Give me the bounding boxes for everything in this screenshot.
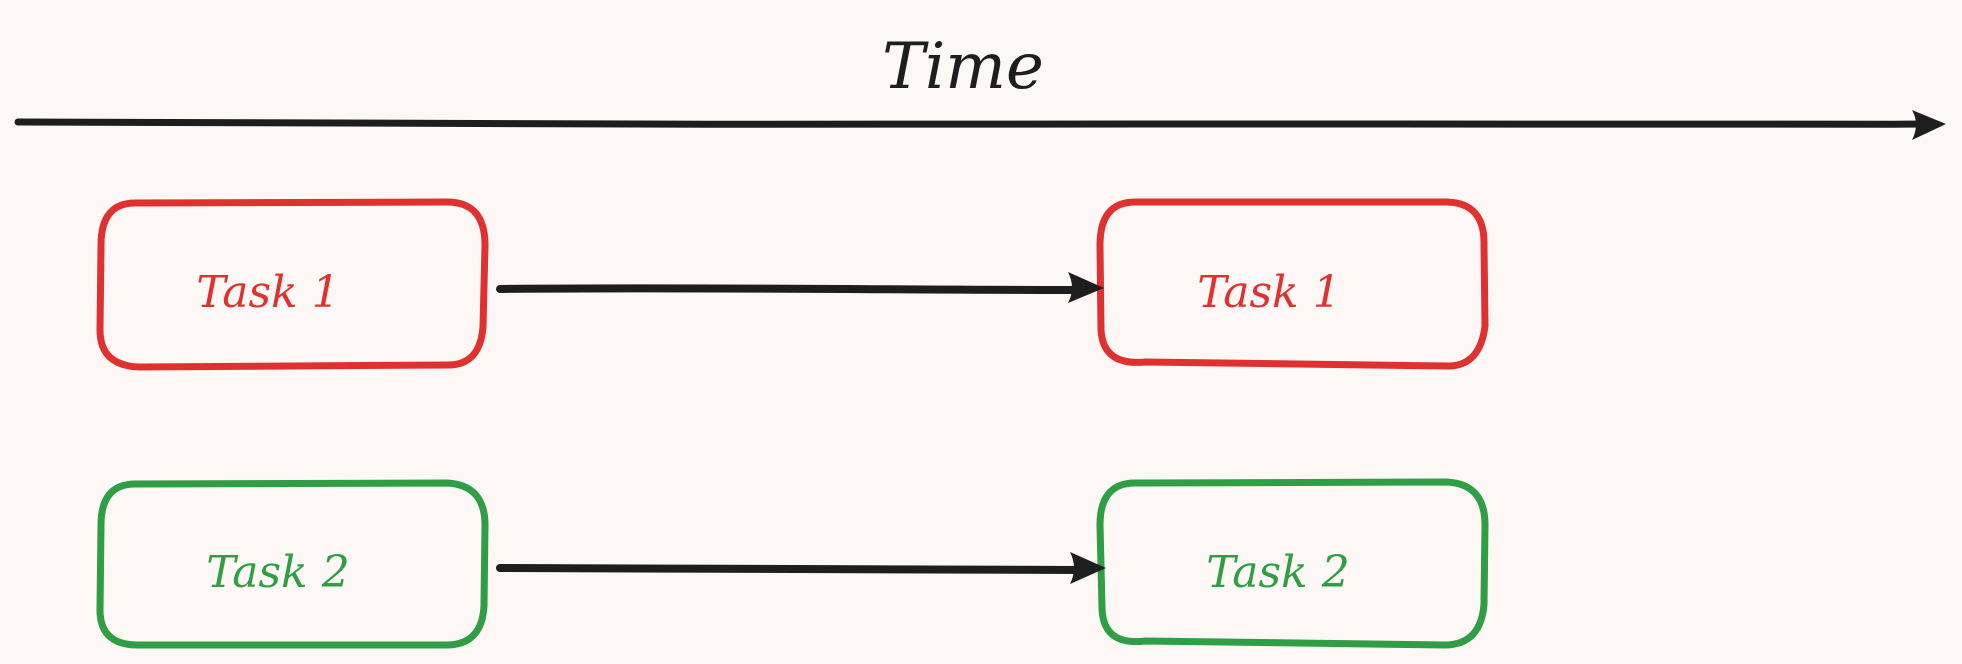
task-1-box-after: Task 1 (1096, 198, 1489, 370)
time-axis-arrowhead (1912, 110, 1946, 140)
task-2-arrow (496, 552, 1106, 584)
task-1-label-before: Task 1 (196, 267, 339, 318)
task-1-box-before-outline (96, 198, 489, 371)
task-2-label-after: Task 2 (1206, 547, 1349, 598)
task-2-box-after-outline (1096, 478, 1489, 649)
task-1-label-after: Task 1 (1197, 267, 1340, 318)
time-axis-line (14, 118, 1939, 128)
task-2-label-before: Task 2 (206, 547, 349, 598)
task-1-box-after-outline (1096, 198, 1489, 370)
time-axis-label: Time (882, 30, 1044, 104)
task-1-box-before: Task 1 (96, 198, 489, 371)
time-axis: Time (14, 30, 1946, 140)
task-2-box-before-outline (96, 479, 489, 649)
task-2-box-after: Task 2 (1096, 478, 1489, 649)
task-2-box-before: Task 2 (96, 479, 489, 649)
task-1-arrow (496, 272, 1104, 303)
